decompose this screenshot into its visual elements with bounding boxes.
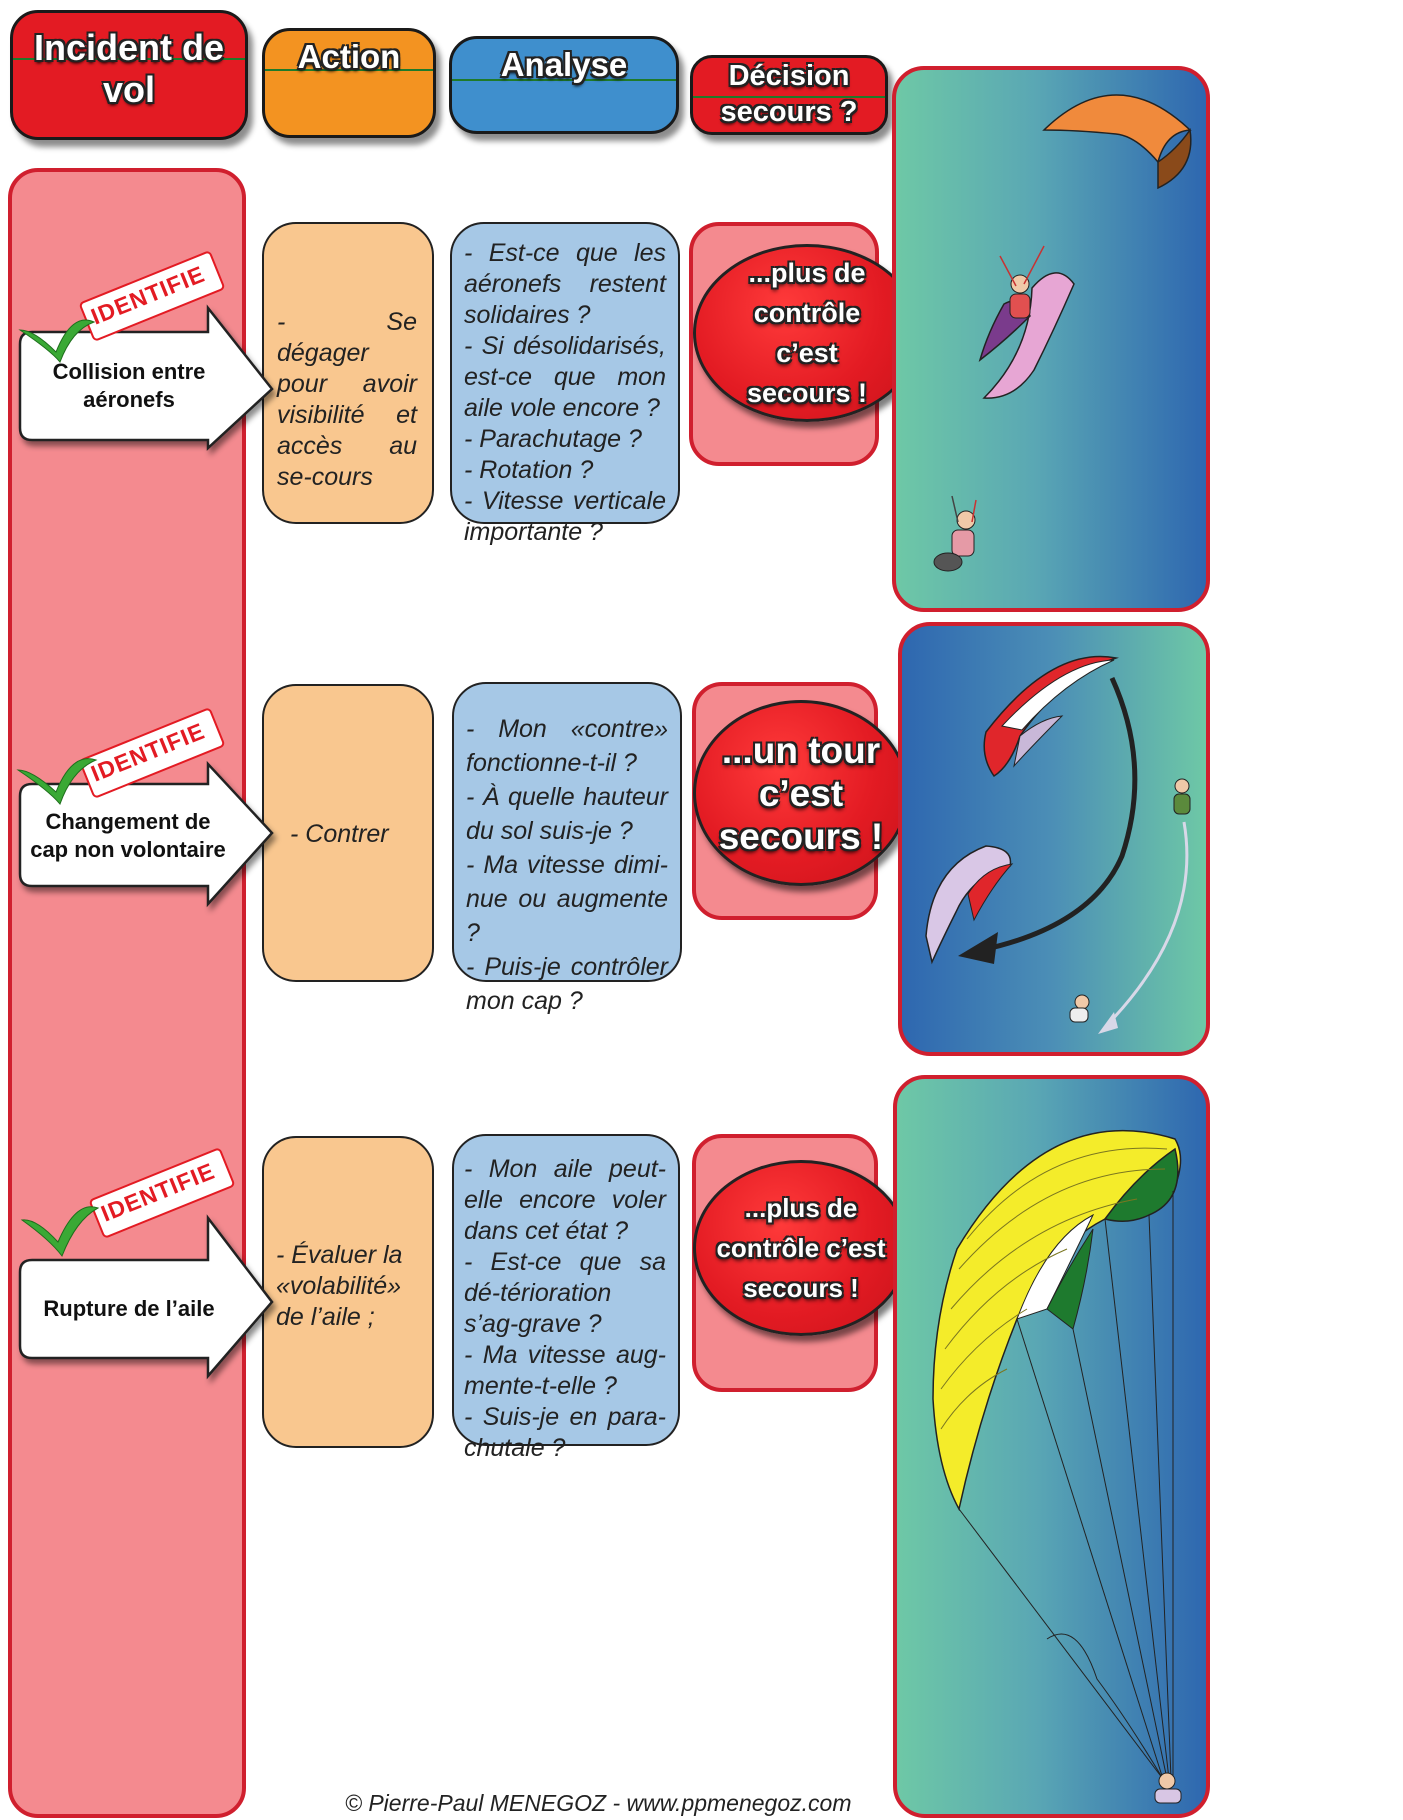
incident-column: [8, 168, 246, 1818]
copyright-text: © Pierre-Paul MENEGOZ - www.ppmenegoz.co…: [345, 1790, 852, 1816]
pilot-5-icon: [1158, 1772, 1176, 1790]
orange-wing: [1042, 94, 1192, 164]
action-box-2: [262, 684, 434, 982]
suspension-lines: [958, 1191, 1174, 1780]
incident-label-2: Changement de cap non volontaire: [30, 809, 226, 862]
check-icon-3: [20, 1206, 100, 1258]
orange-wing-side: [1157, 128, 1192, 190]
illustration-panel-rupture: [893, 1075, 1210, 1818]
analyse-box-3: [452, 1134, 680, 1446]
header-incident-label: Incident de vol: [33, 27, 225, 110]
incident-label-3: Rupture de l’aile: [43, 1296, 215, 1321]
decision-circle-3: ...plus de contrôle c’est secours !: [693, 1160, 909, 1336]
header-action-label: Action: [297, 38, 401, 75]
pilot-3-icon: [1174, 778, 1190, 794]
header-decision-label: Décision secours ?: [720, 60, 858, 128]
header-analyse-label: Analyse: [500, 46, 628, 83]
incident-arrow-2: [18, 760, 274, 908]
pilot-1-body: [1009, 293, 1031, 319]
pink-wing: [982, 272, 1075, 399]
decision-text-1: ...plus de contrôle c’est secours !: [746, 258, 868, 408]
action-text-2: - Contrer: [290, 820, 389, 848]
decision-circle-1: ...plus de contrôle c’est secours !: [693, 244, 921, 422]
check-icon-2: [16, 758, 98, 805]
decision-text-3: ...plus de contrôle c’est secours !: [716, 1193, 886, 1303]
check-icon-1: [18, 319, 96, 363]
identified-stamp-3: [89, 1148, 235, 1238]
pilot-1-icon: [1010, 274, 1030, 294]
analyse-text-1: - Est-ce que les aéronefs restent solida…: [464, 239, 666, 546]
pilot-4-icon: [1074, 994, 1090, 1010]
turn-arrow: [981, 676, 1138, 953]
analyse-box-2: [452, 682, 682, 982]
analyse-box-1: [450, 222, 680, 524]
analyse-text-2: - Mon «contre» fonctionne-t-il ? - À que…: [466, 715, 668, 1015]
header-incident: Incident de vol: [10, 10, 248, 140]
pilot-2-body: [951, 529, 975, 557]
header-analyse: Analyse: [449, 36, 679, 134]
red-wing: [983, 655, 1119, 778]
illustration-panel-collision: [892, 66, 1210, 612]
action-box-1: [262, 222, 434, 524]
decision-circle-2: ...un tour c’est secours !: [693, 700, 909, 886]
fall-arrow: [1106, 821, 1189, 1026]
incident-arrow-3: [18, 1214, 274, 1380]
incident-arrows-layer: [16, 251, 274, 1380]
action-text-3: - Évaluer la «volabilité» de l’aile ;: [276, 1241, 403, 1331]
action-box-3: [262, 1136, 434, 1448]
incident-arrow-1: [18, 304, 274, 451]
identified-stamp-2: [79, 708, 225, 798]
header-decision: Décision secours ?: [690, 55, 888, 135]
incident-label-1: Collision entre aéronefs: [52, 359, 206, 412]
analyse-text-3: - Mon aile peut-elle encore voler dans c…: [464, 1155, 666, 1462]
header-action: Action: [262, 28, 436, 138]
action-text-1: - Se dégager pour avoir visibilité et ac…: [277, 308, 417, 491]
illustration-panel-spiral: [898, 622, 1210, 1056]
decision-text-2: ...un tour c’est secours !: [718, 729, 884, 857]
